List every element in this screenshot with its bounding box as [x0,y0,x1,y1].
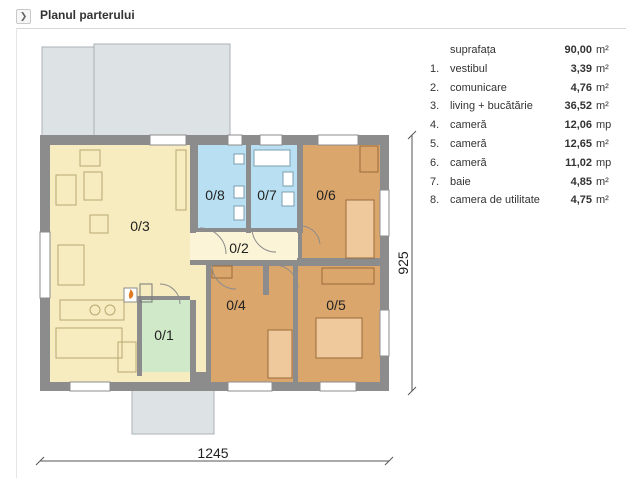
spec-name: living + bucătărie [450,100,533,113]
spec-unit: m² [596,137,609,150]
spec-value: 4,85 [570,175,592,188]
fire-icon [128,289,134,299]
spec-value: 11,02 [565,156,592,169]
room-label: 0/2 [229,240,249,256]
spec-row: 7. baie 4,85 m² [430,176,620,195]
beds [267,199,375,379]
spec-name: vestibul [450,62,488,75]
spec-row: 4. cameră 12,06 mp [430,119,620,138]
spec-value: 4,75 [570,194,592,207]
interior-walls [137,145,380,382]
spec-number: 2. [430,81,440,94]
spec-name: cameră [450,137,487,150]
bathroom-fixtures [233,149,295,221]
spec-number: 7. [430,175,440,188]
spec-row: 6. cameră 11,02 mp [430,157,620,176]
spec-value: 36,52 [564,100,592,113]
width-dimension: 1245 [197,445,228,461]
spec-value: 12,06 [564,119,592,132]
spec-row-total: suprafața 90,00 m² [430,44,620,63]
wardrobes [211,145,379,285]
room-label: 0/5 [326,297,346,313]
spec-row: 8. camera de utilitate 4,75 m² [430,194,620,213]
spec-number: 6. [430,156,440,169]
room-label: 0/4 [226,297,246,313]
dimension-lines [35,130,417,466]
spec-row: 5. cameră 12,65 m² [430,138,620,157]
spec-row: 2. comunicare 4,76 m² [430,82,620,101]
spec-name: camera de utilitate [450,194,540,207]
spec-number: 3. [430,100,440,113]
spec-unit: mp [596,119,612,132]
spec-value: 4,76 [570,81,592,94]
spec-name: cameră [450,156,487,169]
spec-unit: mp [596,156,612,169]
door-swings [159,225,321,305]
room-label: 0/1 [154,327,174,343]
spec-unit: m² [596,44,609,56]
room-label: 0/7 [257,187,277,203]
floor-plan-drawing: 0/3 0/8 0/7 0/6 0/2 0/4 0/5 0/1 1245 925 [35,43,417,466]
section-title: Planul parterului [40,8,135,22]
spec-value: 3,39 [570,62,592,75]
spec-value: 90,00 [564,44,592,56]
terrace-extension [93,43,231,139]
spec-row: 1. vestibul 3,39 m² [430,63,620,82]
spec-name: comunicare [450,81,507,94]
windows [39,134,390,392]
depth-dimension: 925 [395,251,411,275]
spec-unit: m² [596,175,609,188]
area-table: suprafața 90,00 m² 1. vestibul 3,39 m² 2… [430,44,620,213]
spec-row: 3. living + bucătărie 36,52 m² [430,100,620,119]
spec-unit: m² [596,62,609,75]
spec-unit: m² [596,194,609,207]
living-furniture [55,149,187,373]
room-hall-fill [190,232,298,262]
floor-plan: 0/3 0/8 0/7 0/6 0/2 0/4 0/5 0/1 1245 925 [30,38,420,470]
spec-number: 8. [430,194,440,207]
spec-number: 5. [430,137,440,150]
stove-icon [139,283,153,303]
spec-number: 4. [430,119,440,132]
room-label: 0/6 [316,187,336,203]
room-entry-fill [141,300,191,372]
room-label: 0/3 [130,218,150,234]
section-header[interactable]: ❯ Planul parterului [16,6,626,29]
spec-name: cameră [450,119,487,132]
spec-unit: m² [596,100,609,113]
spec-number: 1. [430,62,440,75]
section-divider [16,28,17,478]
spec-name: suprafața [450,44,496,56]
room-label: 0/8 [205,187,225,203]
spec-unit: m² [596,81,609,94]
chevron-right-icon[interactable]: ❯ [16,9,31,24]
spec-value: 12,65 [564,137,592,150]
spec-name: baie [450,175,471,188]
